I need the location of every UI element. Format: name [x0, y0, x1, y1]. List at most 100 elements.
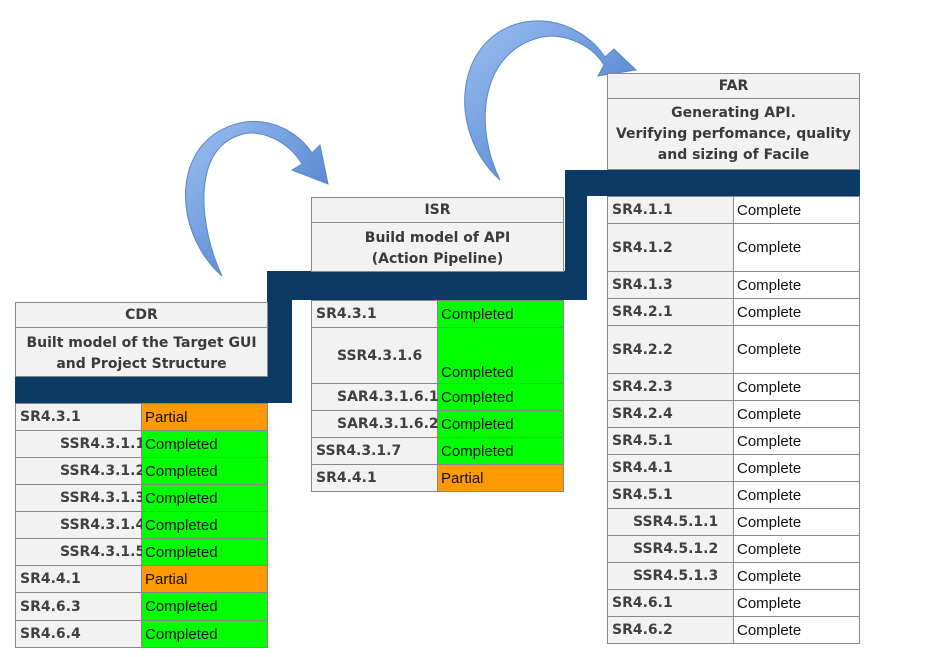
requirement-id: SR4.5.1 — [608, 482, 734, 508]
status-cell: Completed — [438, 411, 563, 437]
requirement-id: SAR4.3.1.6.2 — [312, 411, 439, 437]
status-cell: Complete — [734, 374, 859, 400]
status-cell: Completed — [142, 593, 267, 620]
status-cell: Complete — [734, 224, 859, 271]
status-cell: Complete — [734, 563, 859, 589]
requirement-id: SR4.6.2 — [608, 617, 734, 643]
status-cell: Partial — [438, 465, 563, 491]
requirement-id: SR4.3.1 — [312, 301, 438, 327]
cdr-title: CDR — [16, 303, 267, 328]
status-cell: Completed — [438, 301, 563, 327]
far-title: FAR — [608, 74, 859, 99]
requirement-id: SR4.6.4 — [16, 621, 142, 647]
isr-description: Build model of API (Action Pipeline) — [364, 230, 511, 267]
requirement-id: SR4.4.1 — [16, 566, 142, 592]
isr-title: ISR — [312, 198, 563, 223]
requirement-id: SR4.6.1 — [608, 590, 734, 616]
far-header: FAR Generating API. Verifying perfomance… — [607, 73, 860, 170]
status-cell: Partial — [142, 566, 267, 592]
requirement-id: SSR4.5.1.1 — [608, 509, 734, 535]
isr-header: ISR Build model of API (Action Pipeline) — [311, 197, 564, 272]
requirement-id: SAR4.3.1.6.1 — [312, 384, 439, 410]
status-cell: Complete — [734, 326, 859, 373]
status-cell: Partial — [142, 404, 267, 430]
requirement-id: SR4.2.3 — [608, 374, 734, 400]
requirement-id: SR4.3.1 — [16, 404, 142, 430]
requirement-id: SSR4.3.1.1 — [16, 431, 145, 457]
curved-arrow-icon — [464, 20, 638, 181]
status-cell: Complete — [734, 401, 859, 427]
requirement-id: SSR4.3.1.4 — [16, 512, 145, 538]
cdr-header: CDR Built model of the Target GUI and Pr… — [15, 302, 268, 377]
requirement-id: SR4.2.4 — [608, 401, 734, 427]
status-cell: Complete — [734, 428, 859, 454]
requirement-id: SR4.1.1 — [608, 197, 734, 223]
cdr-panel: CDR Built model of the Target GUI and Pr… — [15, 302, 268, 648]
status-cell: Complete — [734, 590, 859, 616]
curved-arrow-icon — [185, 120, 329, 277]
status-cell: Complete — [734, 509, 859, 535]
status-cell: Complete — [734, 299, 859, 325]
status-cell: Completed — [438, 384, 563, 410]
status-cell: Completed — [142, 539, 267, 565]
requirement-id: SR4.6.3 — [16, 593, 142, 620]
requirement-id: SSR4.3.1.3 — [16, 485, 145, 511]
status-cell: Completed — [142, 512, 267, 538]
status-cell: Completed — [438, 438, 563, 464]
status-cell: Completed — [142, 458, 267, 484]
far-description: Generating API. Verifying perfomance, qu… — [615, 105, 852, 163]
status-cell: Completed — [142, 485, 267, 511]
far-panel: FAR Generating API. Verifying perfomance… — [607, 73, 860, 644]
requirement-id: SSR4.5.1.2 — [608, 536, 734, 562]
requirement-id: SR4.1.2 — [608, 224, 734, 271]
requirement-id: SSR4.5.1.3 — [608, 563, 734, 589]
status-cell: Complete — [734, 617, 859, 643]
requirement-id: SSR4.3.1.5 — [16, 539, 145, 565]
cdr-description: Built model of the Target GUI and Projec… — [26, 335, 257, 372]
requirement-id: SSR4.3.1.6 — [312, 328, 438, 383]
requirement-id: SR4.5.1 — [608, 428, 734, 454]
requirement-id: SSR4.3.1.2 — [16, 458, 145, 484]
isr-panel: ISR Build model of API (Action Pipeline)… — [311, 197, 564, 492]
requirement-id: SSR4.3.1.7 — [312, 438, 438, 464]
status-cell: Complete — [734, 482, 859, 508]
requirement-id: SR4.4.1 — [608, 455, 734, 481]
requirement-id: SR4.1.3 — [608, 272, 734, 298]
staircase-band — [15, 170, 860, 403]
status-cell: Complete — [734, 536, 859, 562]
status-cell: Complete — [734, 272, 859, 298]
status-cell: Complete — [734, 197, 859, 223]
status-cell: Completed — [438, 328, 563, 383]
